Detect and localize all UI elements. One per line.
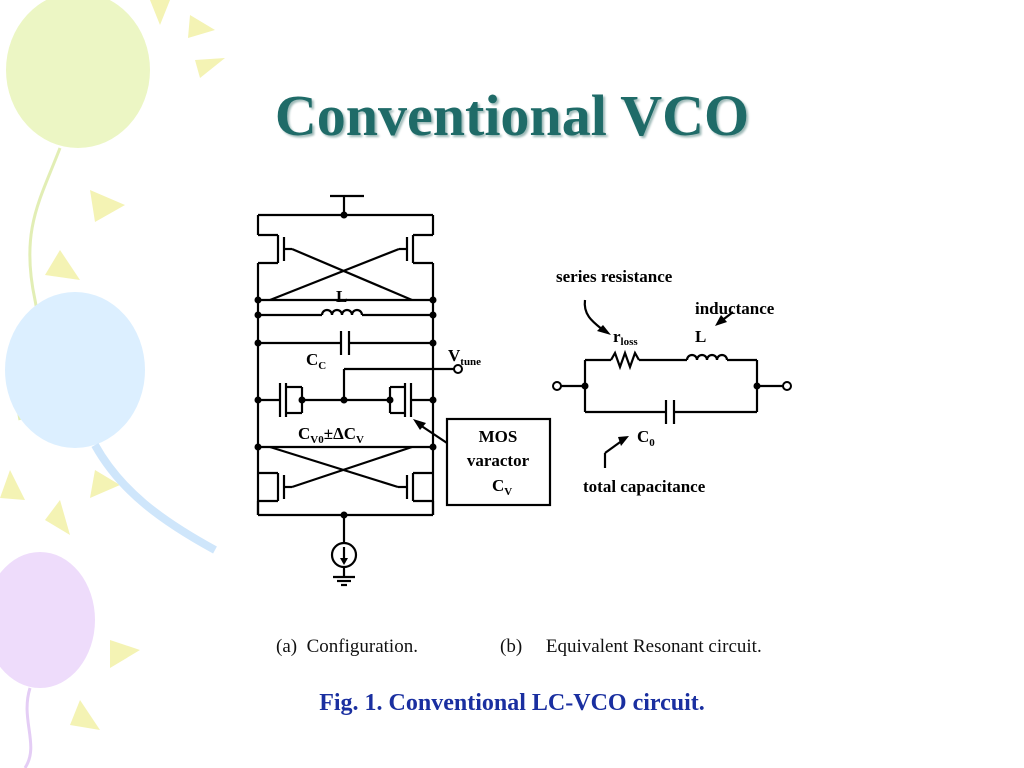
purple-balloon <box>0 552 95 688</box>
vco-configuration-circuit: L CC Vtune CV0±ΔCV MOS varactor CV <box>254 194 552 587</box>
slide-title: Conventional VCO <box>274 83 750 148</box>
blue-balloon <box>5 292 145 448</box>
total-capacitance-label: total capacitance <box>583 477 706 496</box>
green-balloon <box>6 0 150 148</box>
varactor-box-line3: CV <box>492 476 512 498</box>
series-resistance-label: series resistance <box>556 267 673 286</box>
vtune-label: Vtune <box>448 346 481 368</box>
equivalent-resonant-circuit: series resistance inductance rloss L C0 … <box>552 267 792 496</box>
rloss-label: rloss <box>613 327 638 348</box>
varactor-value-label: CV0±ΔCV <box>298 424 364 446</box>
caption-equivalent-circuit: (b) Equivalent Resonant circuit. <box>500 636 762 657</box>
caption-configuration: (a) Configuration. <box>276 636 418 657</box>
total-cap-value-label: C0 <box>637 427 655 449</box>
inductance-label: inductance <box>695 299 775 318</box>
varactor-box-line2: varactor <box>467 451 530 470</box>
figure-caption: Fig. 1. Conventional LC-VCO circuit. <box>319 690 705 716</box>
varactor-box-line1: MOS <box>479 427 518 446</box>
equivalent-inductor-label: L <box>695 327 706 346</box>
balloon-decoration <box>0 0 225 768</box>
sun-rays <box>0 0 225 730</box>
coupling-cap-label: CC <box>306 350 326 372</box>
inductor-label: L <box>336 287 347 306</box>
